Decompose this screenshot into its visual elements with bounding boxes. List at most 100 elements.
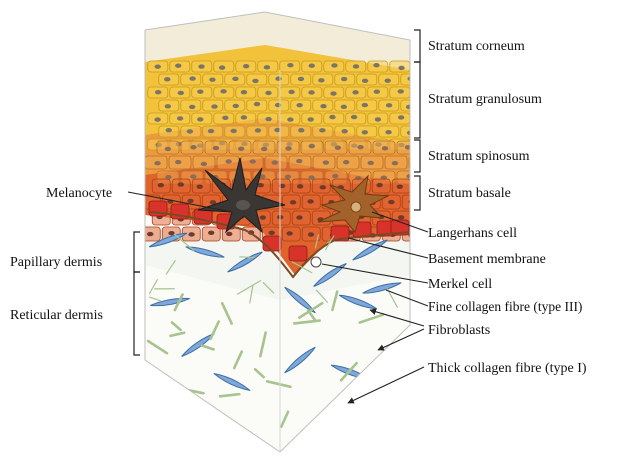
cell-nucleus (208, 231, 214, 235)
cell-nucleus (308, 90, 314, 94)
cell-nucleus (188, 232, 194, 236)
cell-nucleus (197, 89, 203, 93)
bracket-corneum (414, 30, 420, 62)
cell-nucleus (220, 89, 226, 93)
cell-nucleus (330, 91, 336, 95)
cell-nucleus (362, 79, 368, 83)
cell-nucleus (362, 130, 368, 134)
epidermal-cell (401, 74, 421, 85)
label-stratum-granulosum: Stratum granulosum (428, 92, 542, 107)
cell-nucleus (175, 64, 181, 68)
bracket-papillary (134, 232, 140, 272)
cell-nucleus (275, 76, 281, 80)
cell-nucleus (209, 77, 215, 81)
cell-nucleus (341, 77, 347, 81)
cell-nucleus (335, 145, 341, 149)
collagen-fibre (392, 405, 402, 414)
cell-nucleus (158, 183, 164, 187)
collagen-fibre (394, 385, 399, 398)
bracket-granulosum (414, 62, 420, 138)
cell-nucleus (382, 146, 388, 150)
label-stratum-corneum: Stratum corneum (428, 39, 525, 54)
collagen-fibre (144, 423, 158, 428)
label-stratum-spinosum: Stratum spinosum (428, 149, 530, 164)
cell-nucleus (177, 116, 183, 120)
cell-nucleus (155, 90, 161, 94)
cell-nucleus (225, 159, 231, 163)
basal-red-cell (263, 236, 281, 251)
label-basement-membrane: Basement membrane (428, 252, 546, 267)
merkel-cell (311, 257, 321, 267)
cell-nucleus (296, 215, 302, 219)
epidermal-cell (401, 126, 421, 137)
cell-nucleus (386, 103, 392, 107)
cell-nucleus (398, 66, 404, 70)
cell-nucleus (269, 231, 275, 235)
cell-nucleus (331, 63, 337, 67)
cell-nucleus (238, 147, 244, 151)
cell-nucleus (353, 64, 359, 68)
cell-nucleus (155, 64, 161, 68)
cell-nucleus (329, 115, 335, 119)
left-brackets (134, 232, 140, 355)
cell-nucleus (398, 215, 404, 219)
cell-nucleus (319, 128, 325, 132)
label-merkel-cell: Merkel cell (428, 277, 492, 292)
cell-nucleus (272, 160, 278, 164)
label-stratum-basale: Stratum basale (428, 186, 511, 201)
cell-nucleus (397, 184, 403, 188)
cell-nucleus (352, 90, 358, 94)
bracket-spinosum (414, 140, 420, 172)
cell-nucleus (222, 116, 228, 120)
cell-nucleus (147, 232, 153, 236)
cell-nucleus (398, 89, 404, 93)
cell-nucleus (178, 182, 184, 186)
cell-nucleus (175, 160, 181, 164)
cell-nucleus (307, 117, 313, 121)
cell-nucleus (285, 146, 291, 150)
cell-nucleus (318, 78, 324, 82)
cell-nucleus (341, 129, 347, 133)
right-brackets (414, 30, 420, 210)
cell-nucleus (233, 104, 239, 108)
cell-nucleus (285, 175, 291, 179)
epidermal-cell (401, 100, 421, 111)
label-fibroblasts: Fibroblasts (428, 323, 490, 338)
cell-nucleus (219, 65, 225, 69)
cell-nucleus (398, 115, 404, 119)
cell-nucleus (296, 103, 302, 107)
cell-nucleus (323, 160, 329, 164)
cell-nucleus (261, 147, 267, 151)
cell-nucleus (178, 91, 184, 95)
cell-nucleus (187, 129, 193, 133)
cell-nucleus (168, 231, 174, 235)
cell-nucleus (298, 128, 304, 132)
cell-nucleus (296, 159, 302, 163)
cell-nucleus (154, 161, 160, 165)
granulosum-cells (148, 61, 421, 150)
cell-nucleus (165, 147, 171, 151)
cell-nucleus (351, 115, 357, 119)
cell-nucleus (243, 64, 249, 68)
label-thick-collagen: Thick collagen fibre (type I) (428, 361, 587, 376)
cell-nucleus (288, 90, 294, 94)
cell-nucleus (189, 105, 195, 109)
cell-nucleus (241, 115, 247, 119)
cell-nucleus (343, 160, 349, 164)
cell-nucleus (290, 200, 296, 204)
cell-nucleus (164, 77, 170, 81)
cell-nucleus (241, 90, 247, 94)
cell-nucleus (408, 199, 414, 203)
cell-nucleus (375, 117, 381, 121)
label-langerhans-cell: Langerhans cell (428, 226, 517, 241)
cell-nucleus (341, 105, 347, 109)
cell-nucleus (154, 117, 160, 121)
cell-nucleus (211, 104, 217, 108)
bracket-basale (414, 176, 420, 210)
cell-nucleus (213, 146, 219, 150)
collagen-fibre (203, 413, 220, 428)
cell-nucleus (362, 103, 368, 107)
cell-nucleus (309, 144, 315, 148)
cell-nucleus (189, 76, 195, 80)
